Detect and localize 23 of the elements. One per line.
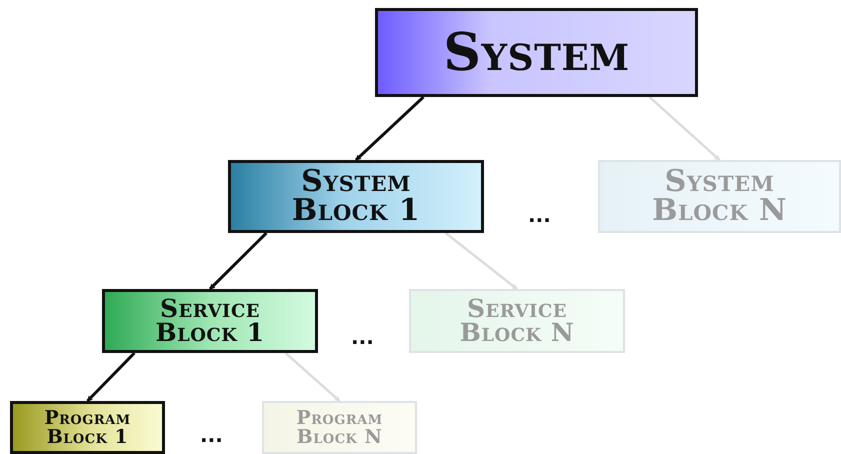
block-label: System Block N xyxy=(651,168,788,225)
ellipsis: ... xyxy=(200,423,223,447)
ellipsis: ... xyxy=(528,203,551,227)
block-box xyxy=(228,160,484,233)
block-label: Program Block 1 xyxy=(43,409,132,446)
block-box xyxy=(102,289,318,353)
block-box xyxy=(262,401,417,454)
block-box xyxy=(598,160,841,233)
block-label: Program Block N xyxy=(295,409,384,446)
block-label: Service Block 1 xyxy=(154,297,266,345)
arrow xyxy=(86,352,136,402)
arrow xyxy=(208,232,268,290)
arrow xyxy=(354,96,424,162)
arrow xyxy=(444,232,518,290)
block-label: Service Block N xyxy=(458,297,576,345)
block-box xyxy=(10,401,165,454)
arrow xyxy=(284,352,340,402)
ellipsis: ... xyxy=(351,325,374,349)
block-box xyxy=(375,8,698,97)
block-label: System Block 1 xyxy=(290,168,422,225)
block-label: System xyxy=(443,28,630,78)
arrow xyxy=(648,96,720,161)
block-box xyxy=(409,289,625,353)
